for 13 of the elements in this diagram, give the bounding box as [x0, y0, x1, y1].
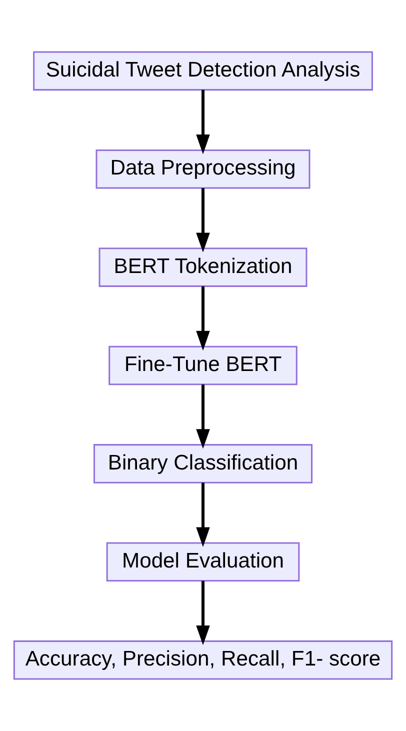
- node-box: Accuracy, Precision, Recall, F1- score: [13, 640, 393, 680]
- arrow: [196, 90, 210, 154]
- node-box: Data Preprocessing: [96, 149, 310, 189]
- node-box: Binary Classification: [93, 444, 313, 484]
- arrow: [196, 384, 210, 449]
- node-box: Model Evaluation: [106, 542, 300, 582]
- node-box: Suicidal Tweet Detection Analysis: [33, 51, 373, 91]
- arrow: [196, 188, 210, 252]
- node-box: BERT Tokenization: [98, 248, 308, 287]
- arrow: [196, 482, 210, 547]
- arrow: [196, 286, 210, 351]
- node-box: Fine-Tune BERT: [108, 346, 298, 386]
- arrow: [196, 580, 210, 646]
